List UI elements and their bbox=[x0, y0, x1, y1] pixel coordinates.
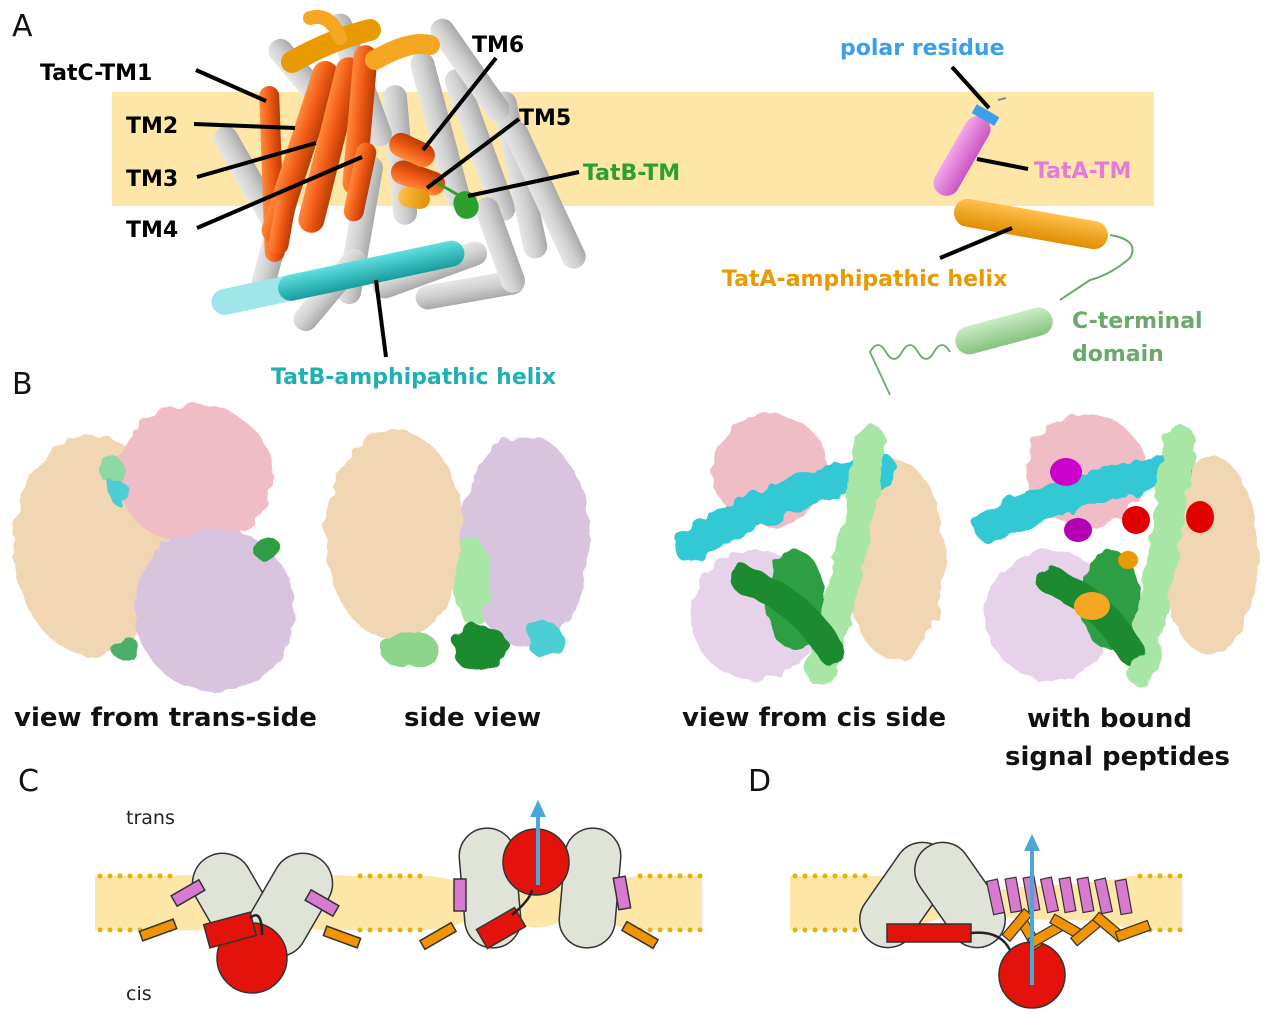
tatc-tm6-helix bbox=[389, 132, 435, 168]
polar-residue-marker bbox=[971, 104, 1000, 126]
label-domain: domain bbox=[1072, 342, 1164, 367]
label-c-terminal: C-terminal bbox=[1072, 309, 1203, 334]
caption-side-view: side view bbox=[404, 703, 541, 733]
panel-b-letter: B bbox=[12, 367, 33, 402]
caption-bound-2: signal peptides bbox=[1005, 742, 1230, 772]
panel-c: C trans cis bbox=[18, 764, 703, 1005]
tatb-tm-helix bbox=[453, 191, 479, 219]
tatc-tm3-helix bbox=[298, 57, 362, 233]
label-tm6: TM6 bbox=[472, 33, 524, 58]
bound-signal-peptides bbox=[1050, 458, 1214, 620]
tatc-resting-complex bbox=[138, 852, 362, 994]
label-tm5: TM5 bbox=[519, 106, 571, 131]
arrow-d-up bbox=[1024, 834, 1040, 985]
arrow-c-up bbox=[530, 800, 546, 885]
surface-cis-view bbox=[673, 414, 945, 685]
tatb-amphipathic-helix bbox=[211, 240, 465, 315]
surface-bound-view bbox=[973, 414, 1258, 685]
label-tata-amphipathic-helix: TatA-amphipathic helix bbox=[722, 267, 1007, 292]
label-tatb-tm: TatB-TM bbox=[583, 161, 680, 186]
label-tm2: TM2 bbox=[126, 114, 178, 139]
panel-b: B bbox=[12, 367, 1258, 772]
caption-bound-1: with bound bbox=[1027, 704, 1192, 734]
label-tm3: TM3 bbox=[126, 167, 178, 192]
panel-d-letter: D bbox=[748, 764, 771, 799]
panel-c-lipid-dots bbox=[97, 873, 703, 933]
c-terminal-coil bbox=[868, 344, 951, 396]
label-tata-tm: TatA-TM bbox=[1034, 159, 1131, 184]
tatc-tm4-helix bbox=[343, 142, 377, 222]
c-terminal-helix bbox=[955, 307, 1053, 355]
tata-helices bbox=[868, 97, 1134, 396]
label-polar-residue: polar residue bbox=[840, 36, 1005, 61]
label-cis: cis bbox=[126, 983, 152, 1005]
tatc-top-loop bbox=[281, 10, 440, 210]
tata-amphipathic-helix-shape bbox=[953, 198, 1109, 250]
tatc-helices bbox=[259, 45, 446, 262]
panel-a-letter: A bbox=[12, 9, 33, 44]
panel-a-leaders bbox=[193, 56, 1029, 358]
tata-tm-helix bbox=[933, 116, 991, 196]
panel-d: D bbox=[748, 764, 1183, 1009]
panel-a: A bbox=[12, 9, 1203, 396]
caption-trans-view: view from trans-side bbox=[14, 703, 317, 733]
label-tatb-amphipathic-helix: TatB-amphipathic helix bbox=[271, 365, 556, 390]
panel-c-letter: C bbox=[18, 764, 39, 799]
surface-side-view bbox=[325, 430, 590, 672]
caption-cis-view: view from cis side bbox=[682, 703, 946, 733]
label-trans: trans bbox=[126, 807, 175, 829]
label-tatc-tm1: TatC-TM1 bbox=[40, 61, 152, 86]
surface-trans-view bbox=[14, 405, 295, 692]
label-tm4: TM4 bbox=[126, 218, 178, 243]
